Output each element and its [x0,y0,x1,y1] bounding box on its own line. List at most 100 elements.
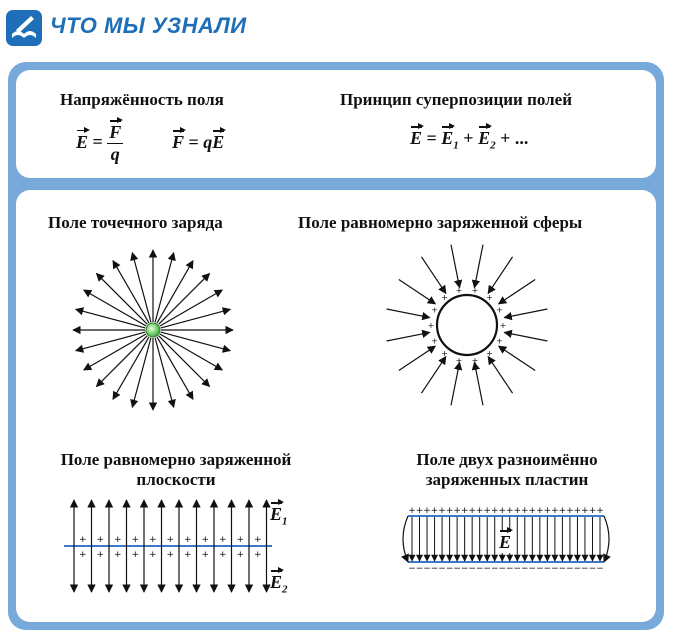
field-line [156,336,194,401]
plus-charge: + [468,506,476,516]
field-line [420,355,447,394]
sphere [435,293,499,357]
field-line [82,333,147,371]
plus-charge: + [416,506,424,516]
field-line [95,335,148,388]
plus-charge: + [254,535,262,545]
plus-charge: + [500,321,507,330]
plus-charge: + [428,321,435,330]
minus-charge: − [506,564,514,574]
field-line [386,308,431,321]
field-line [95,272,148,325]
field-line [503,308,548,321]
plus-charge: + [529,506,537,516]
plus-charge: + [559,506,567,516]
plus-charge: + [483,506,491,516]
minus-charge: − [491,564,499,574]
plus-charge: + [236,550,244,560]
minus-charge: − [529,564,537,574]
header-title: ЧТО МЫ УЗНАЛИ [50,13,247,38]
minus-charge: − [551,564,559,574]
minus-charge: − [589,564,597,574]
minus-charge: − [438,564,446,574]
minus-charge: − [431,564,439,574]
minus-charge: − [476,564,484,574]
plus-charge: + [201,535,209,545]
field-line [471,361,484,406]
plus-charge: + [149,535,157,545]
plus-charge: + [114,550,122,560]
field-line [130,337,152,409]
plus-charge: + [219,535,227,545]
fringe-line-left [401,515,409,563]
plus-charge: + [514,506,522,516]
minus-charge: − [416,564,424,574]
plus-charge: + [79,550,87,560]
field-line [450,361,463,406]
field-line [112,259,150,324]
plus-charge: + [574,506,582,516]
plus-charge: + [536,506,544,516]
bottom-panel [16,190,656,622]
minus-charge: − [581,564,589,574]
plus-charge: + [589,506,597,516]
plus-charge: + [431,305,438,314]
plus-charge: + [96,535,104,545]
field-line [420,256,447,295]
minus-charge: − [468,564,476,574]
superposition-formula: E = E1 + E2 + ... [410,123,529,152]
field-line [112,336,150,401]
plus-charge: + [79,535,87,545]
plates-field-e: E [497,527,514,553]
minus-charge: − [446,564,454,574]
plus-charge: + [201,550,209,560]
minus-charge: − [521,564,529,574]
plus-charge: + [166,550,174,560]
top-panel [16,70,656,178]
plus-charge: + [472,356,479,365]
plus-charge: + [236,535,244,545]
plus-charge: + [149,550,157,560]
plus-charge: + [166,535,174,545]
field-line [160,331,232,353]
header: ЧТО МЫ УЗНАЛИ [0,0,673,52]
minus-charge: − [544,564,552,574]
plus-charge: + [472,286,479,295]
plus-charge: + [131,550,139,560]
field-line [497,278,536,305]
minus-charge: − [574,564,582,574]
field-line [159,289,224,327]
field-line [82,289,147,327]
field-line [158,272,211,325]
point-charge [145,322,161,338]
plus-charge: + [521,506,529,516]
superposition-title: Принцип суперпозиции полей [340,90,573,109]
point-charge-diagram [72,249,234,411]
minus-charge: − [536,564,544,574]
plus-charge: + [496,337,503,346]
force-formula: F = qE [172,127,227,152]
field-line [74,307,146,329]
minus-charge: − [423,564,431,574]
plus-charge: + [431,337,438,346]
plus-charge: + [184,535,192,545]
plus-charge: + [486,293,493,302]
field-line [471,244,484,289]
plus-charge: + [441,293,448,302]
capacitor-plates-diagram: +−+−+−+−+−+−+−+−+−+−+−+−+−+−+−+−+−+−+−+−… [401,506,611,574]
minus-charge: − [596,564,604,574]
minus-charge: − [461,564,469,574]
plus-charge: + [544,506,552,516]
plus-charge: + [461,506,469,516]
field-line [154,251,176,323]
minus-charge: − [514,564,522,574]
field-line [156,259,194,324]
field-line [398,345,437,372]
field-line [503,329,548,342]
plus-charge: + [453,506,461,516]
book-pencil-icon [6,10,42,46]
plus-charge: + [96,550,104,560]
plus-charge: + [476,506,484,516]
field-line [386,329,431,342]
